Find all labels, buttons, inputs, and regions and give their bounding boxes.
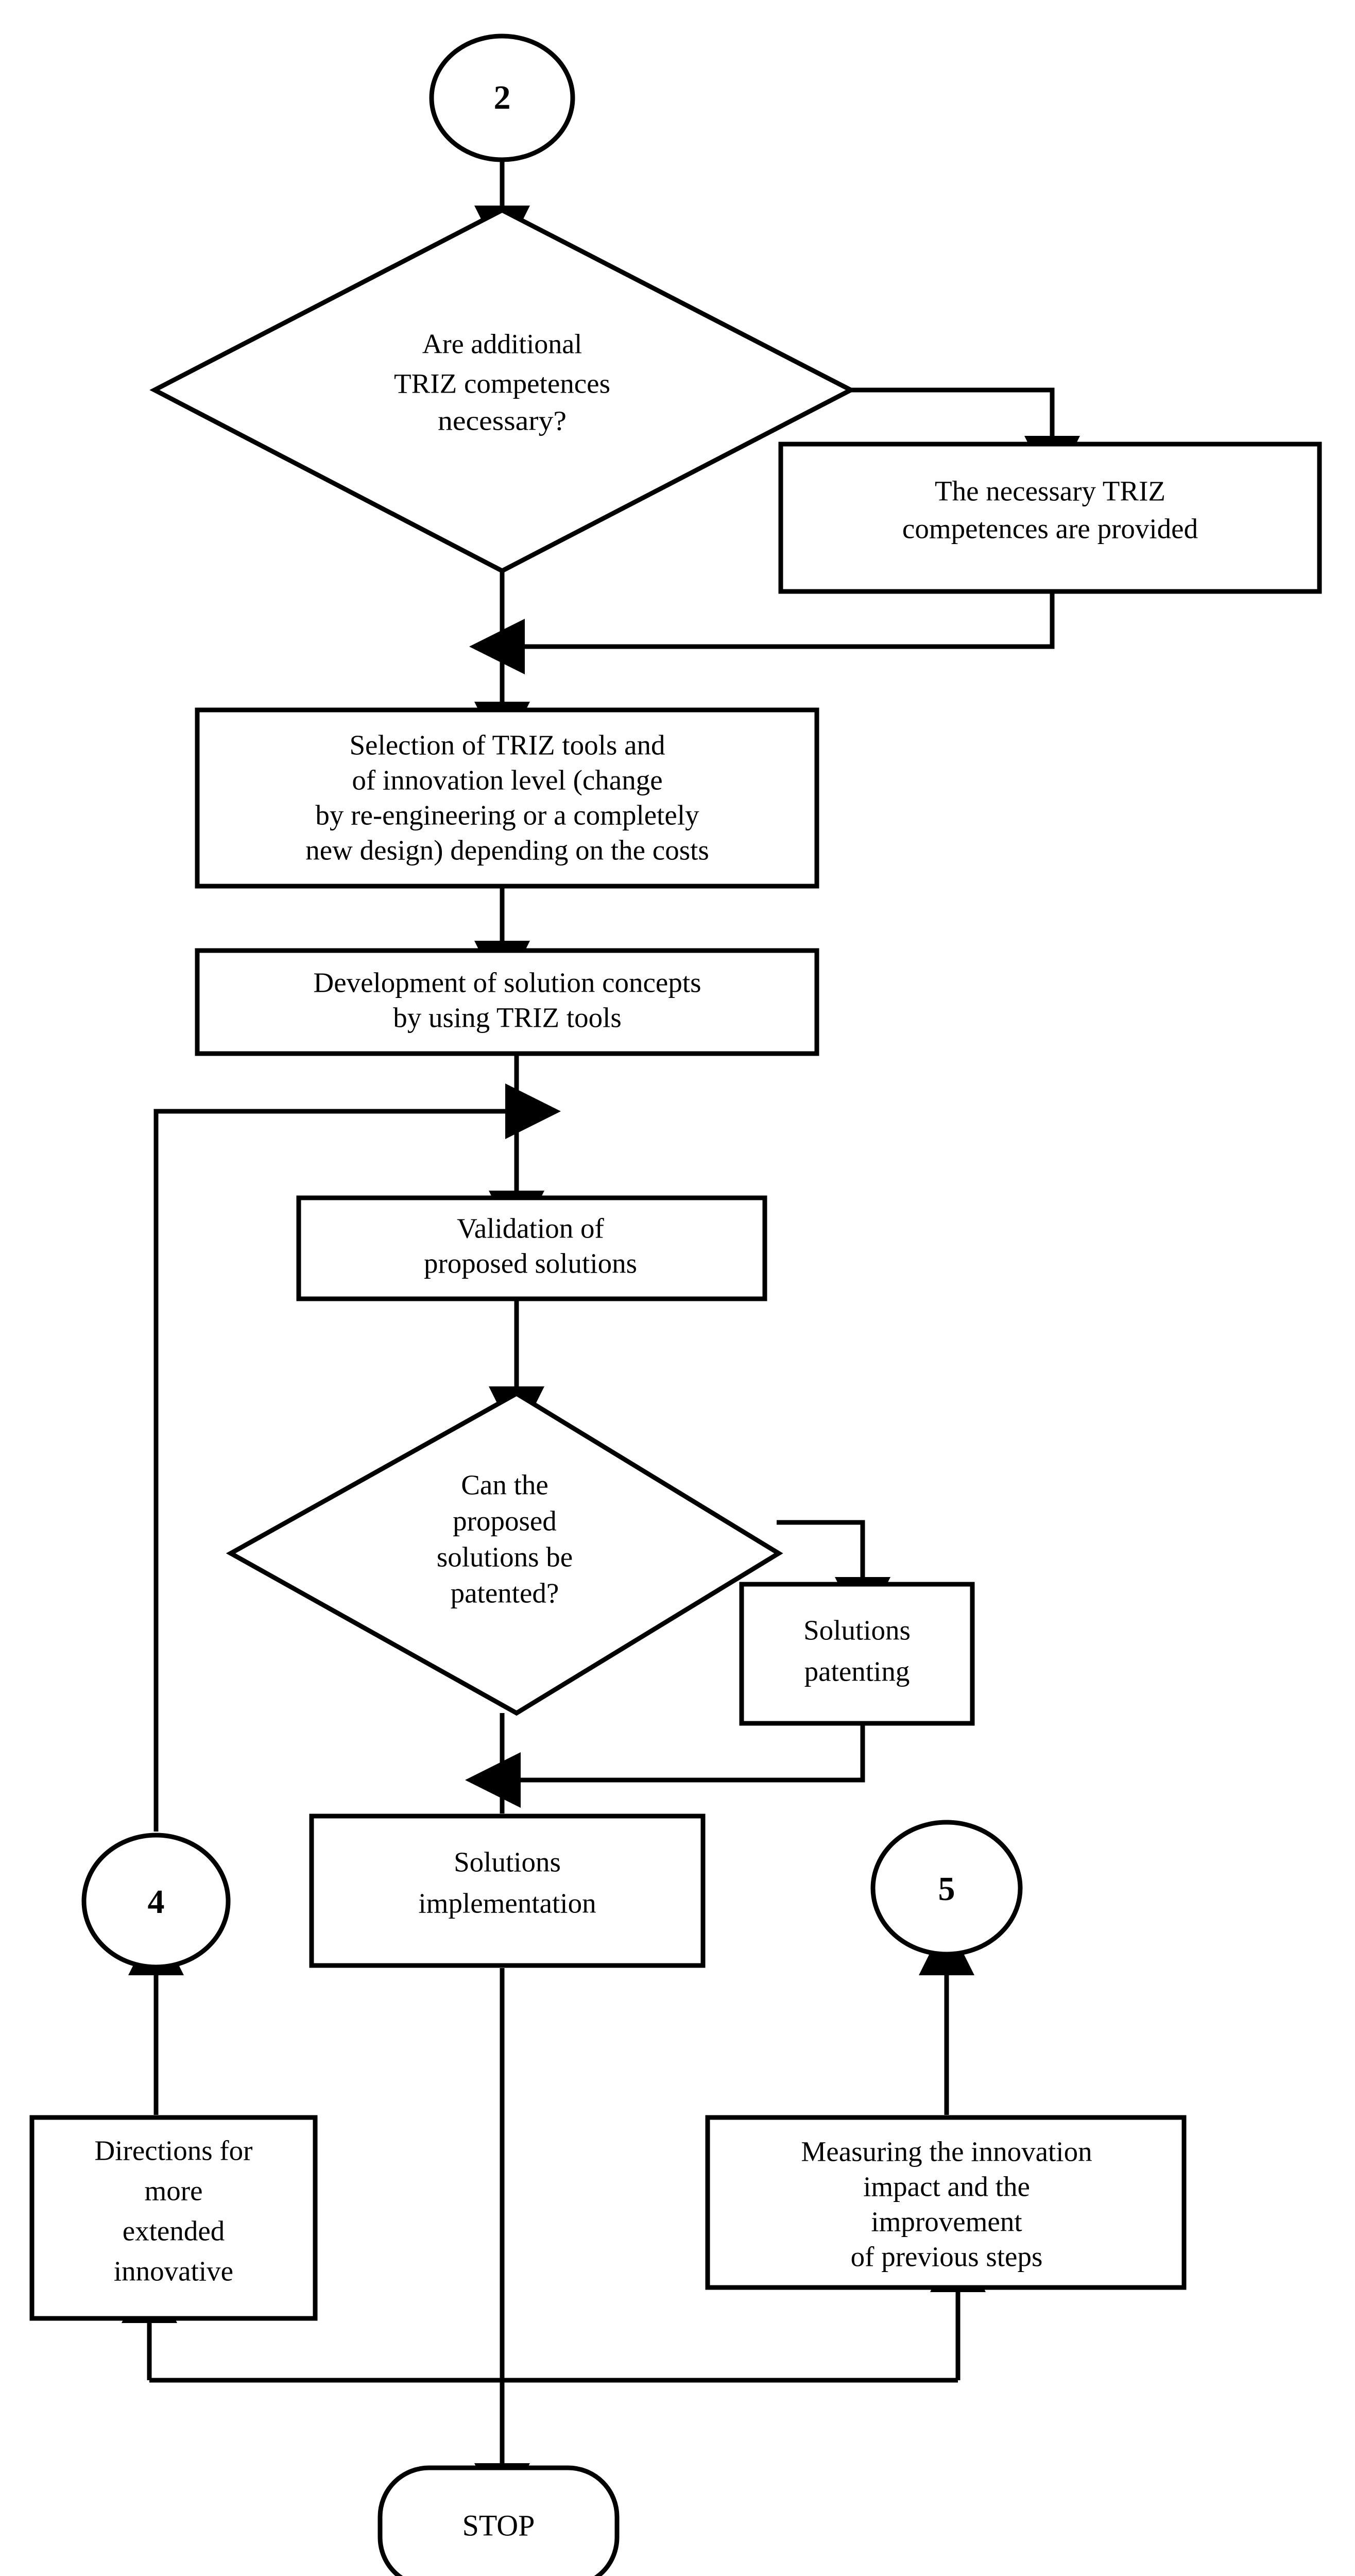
decision-competences-line-1: Are additional <box>422 328 582 359</box>
measuring-line-4: of previous steps <box>851 2241 1043 2273</box>
selection-tools-line-4: new design) depending on the costs <box>305 835 709 866</box>
node-competences-provided[interactable]: The necessary TRIZ competences are provi… <box>778 442 1322 594</box>
decision-patent-line-1: Can the <box>461 1469 548 1501</box>
node-stop[interactable]: STOP <box>378 2465 620 2576</box>
competences-provided-line-1: The necessary TRIZ <box>935 476 1165 507</box>
decision-competences-line-3: necessary? <box>438 405 567 436</box>
node-directions[interactable]: Directions for more extended innovative <box>29 2115 318 2321</box>
validation-line-1: Validation of <box>457 1213 604 1244</box>
validation-shape <box>296 1195 767 1301</box>
connector-4-label: 4 <box>148 1883 165 1921</box>
edges-layer <box>122 160 1080 2519</box>
node-validation[interactable]: Validation of proposed solutions <box>296 1195 767 1301</box>
decision-patent-line-3: solutions be <box>437 1541 573 1573</box>
development-concepts-line-1: Development of solution concepts <box>313 967 701 998</box>
edge-loop-back-to-validation <box>153 1083 561 1832</box>
decision-patent-line-4: patented? <box>451 1578 559 1609</box>
selection-tools-line-3: by re-engineering or a completely <box>315 800 699 831</box>
node-measuring[interactable]: Measuring the innovation impact and the … <box>705 2115 1187 2290</box>
connector-2-label: 2 <box>494 79 511 116</box>
connector-circle-2 <box>429 33 575 162</box>
competences-provided-line-2: competences are provided <box>902 513 1198 545</box>
measuring-shape <box>705 2115 1187 2290</box>
selection-tools-line-2: of innovation level (change <box>352 765 662 796</box>
directions-line-1: Directions for <box>95 2135 253 2166</box>
measuring-line-2: impact and the <box>863 2171 1030 2202</box>
edge-patent-yes-to-patenting <box>777 1520 890 1633</box>
decision-competences-line-2: TRIZ competences <box>394 368 610 399</box>
edge-patenting-back-to-trunk <box>465 1723 865 1808</box>
stop-label: STOP <box>462 2509 535 2542</box>
solutions-patenting-line-2: patenting <box>804 1656 910 1687</box>
edge-competences-back-to-trunk <box>469 591 1055 674</box>
measuring-line-3: improvement <box>871 2206 1022 2238</box>
node-connector-2[interactable]: 2 <box>429 33 575 162</box>
node-connector-5[interactable]: 5 <box>870 1820 1023 1957</box>
directions-line-4: innovative <box>114 2256 233 2287</box>
node-development-concepts[interactable]: Development of solution concepts by usin… <box>195 948 819 1056</box>
node-decision-patent[interactable]: Can the proposed solutions be patented? <box>226 1391 783 1716</box>
selection-tools-shape <box>195 707 819 889</box>
connector-5-label: 5 <box>938 1870 955 1908</box>
directions-line-3: extended <box>123 2215 225 2247</box>
node-solutions-patenting[interactable]: Solutions patenting <box>739 1582 975 1726</box>
solutions-patenting-line-1: Solutions <box>803 1615 911 1646</box>
development-concepts-shape <box>195 948 819 1056</box>
solutions-implementation-line-2: implementation <box>418 1888 596 1919</box>
directions-line-2: more <box>144 2175 202 2207</box>
stop-shape <box>378 2465 620 2576</box>
competences-provided-shape <box>778 442 1322 594</box>
edge-decision-yes-to-competences <box>851 387 1080 492</box>
solutions-implementation-line-1: Solutions <box>454 1846 561 1878</box>
measuring-line-1: Measuring the innovation <box>801 2136 1092 2167</box>
node-decision-competences[interactable]: Are additional TRIZ competences necessar… <box>149 207 856 574</box>
node-selection-tools[interactable]: Selection of TRIZ tools and of innovatio… <box>195 707 819 889</box>
directions-shape <box>29 2115 318 2321</box>
selection-tools-line-1: Selection of TRIZ tools and <box>349 730 665 761</box>
solutions-implementation-shape <box>309 1814 706 1968</box>
node-solutions-implementation[interactable]: Solutions implementation <box>309 1814 706 1968</box>
connector-circle-5 <box>870 1820 1023 1957</box>
development-concepts-line-2: by using TRIZ tools <box>393 1002 622 1033</box>
decision-patent-line-2: proposed <box>453 1505 557 1537</box>
decision-competences-shape <box>149 207 856 574</box>
validation-line-2: proposed solutions <box>424 1248 637 1279</box>
connector-circle-4 <box>81 1833 231 1970</box>
solutions-patenting-shape <box>739 1582 975 1726</box>
node-connector-4[interactable]: 4 <box>81 1833 231 1970</box>
decision-patent-shape <box>226 1391 783 1716</box>
